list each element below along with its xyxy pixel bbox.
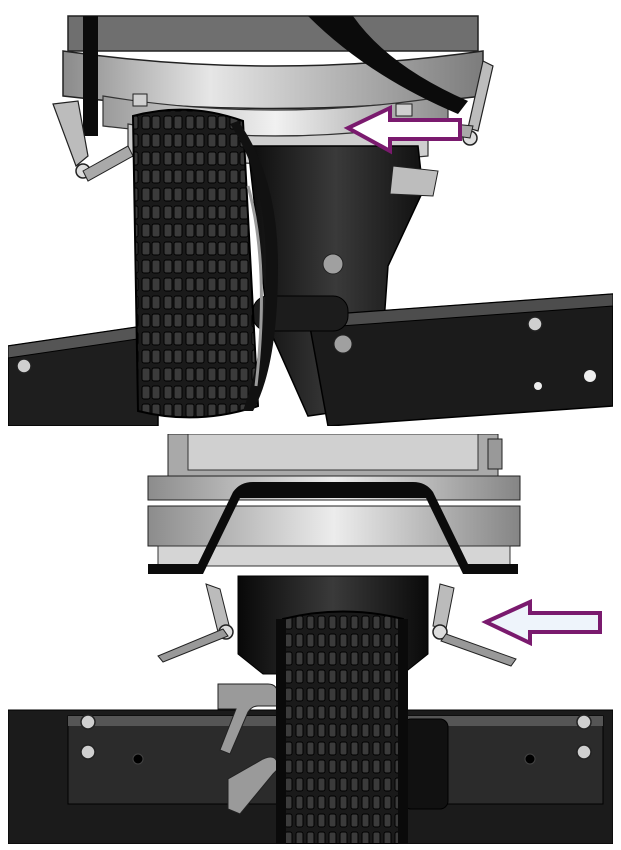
bottom-illustration-panel	[8, 434, 613, 844]
attention-arrow-top	[343, 104, 462, 155]
bottom-machine-drawing	[8, 434, 613, 844]
attention-arrow-bottom	[481, 598, 602, 647]
top-machine-drawing	[8, 6, 613, 426]
top-illustration-panel	[8, 6, 613, 426]
